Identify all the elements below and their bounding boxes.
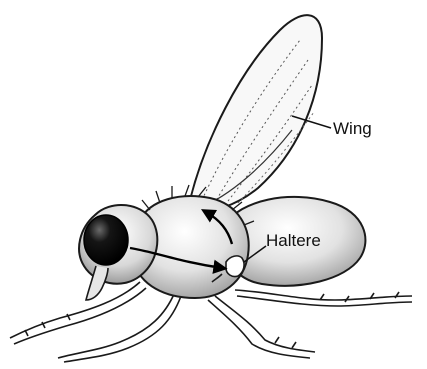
wing-label: Wing	[333, 120, 372, 137]
haltere-label: Haltere	[266, 232, 321, 249]
compound-eye-icon	[84, 215, 128, 265]
wing	[190, 15, 322, 212]
